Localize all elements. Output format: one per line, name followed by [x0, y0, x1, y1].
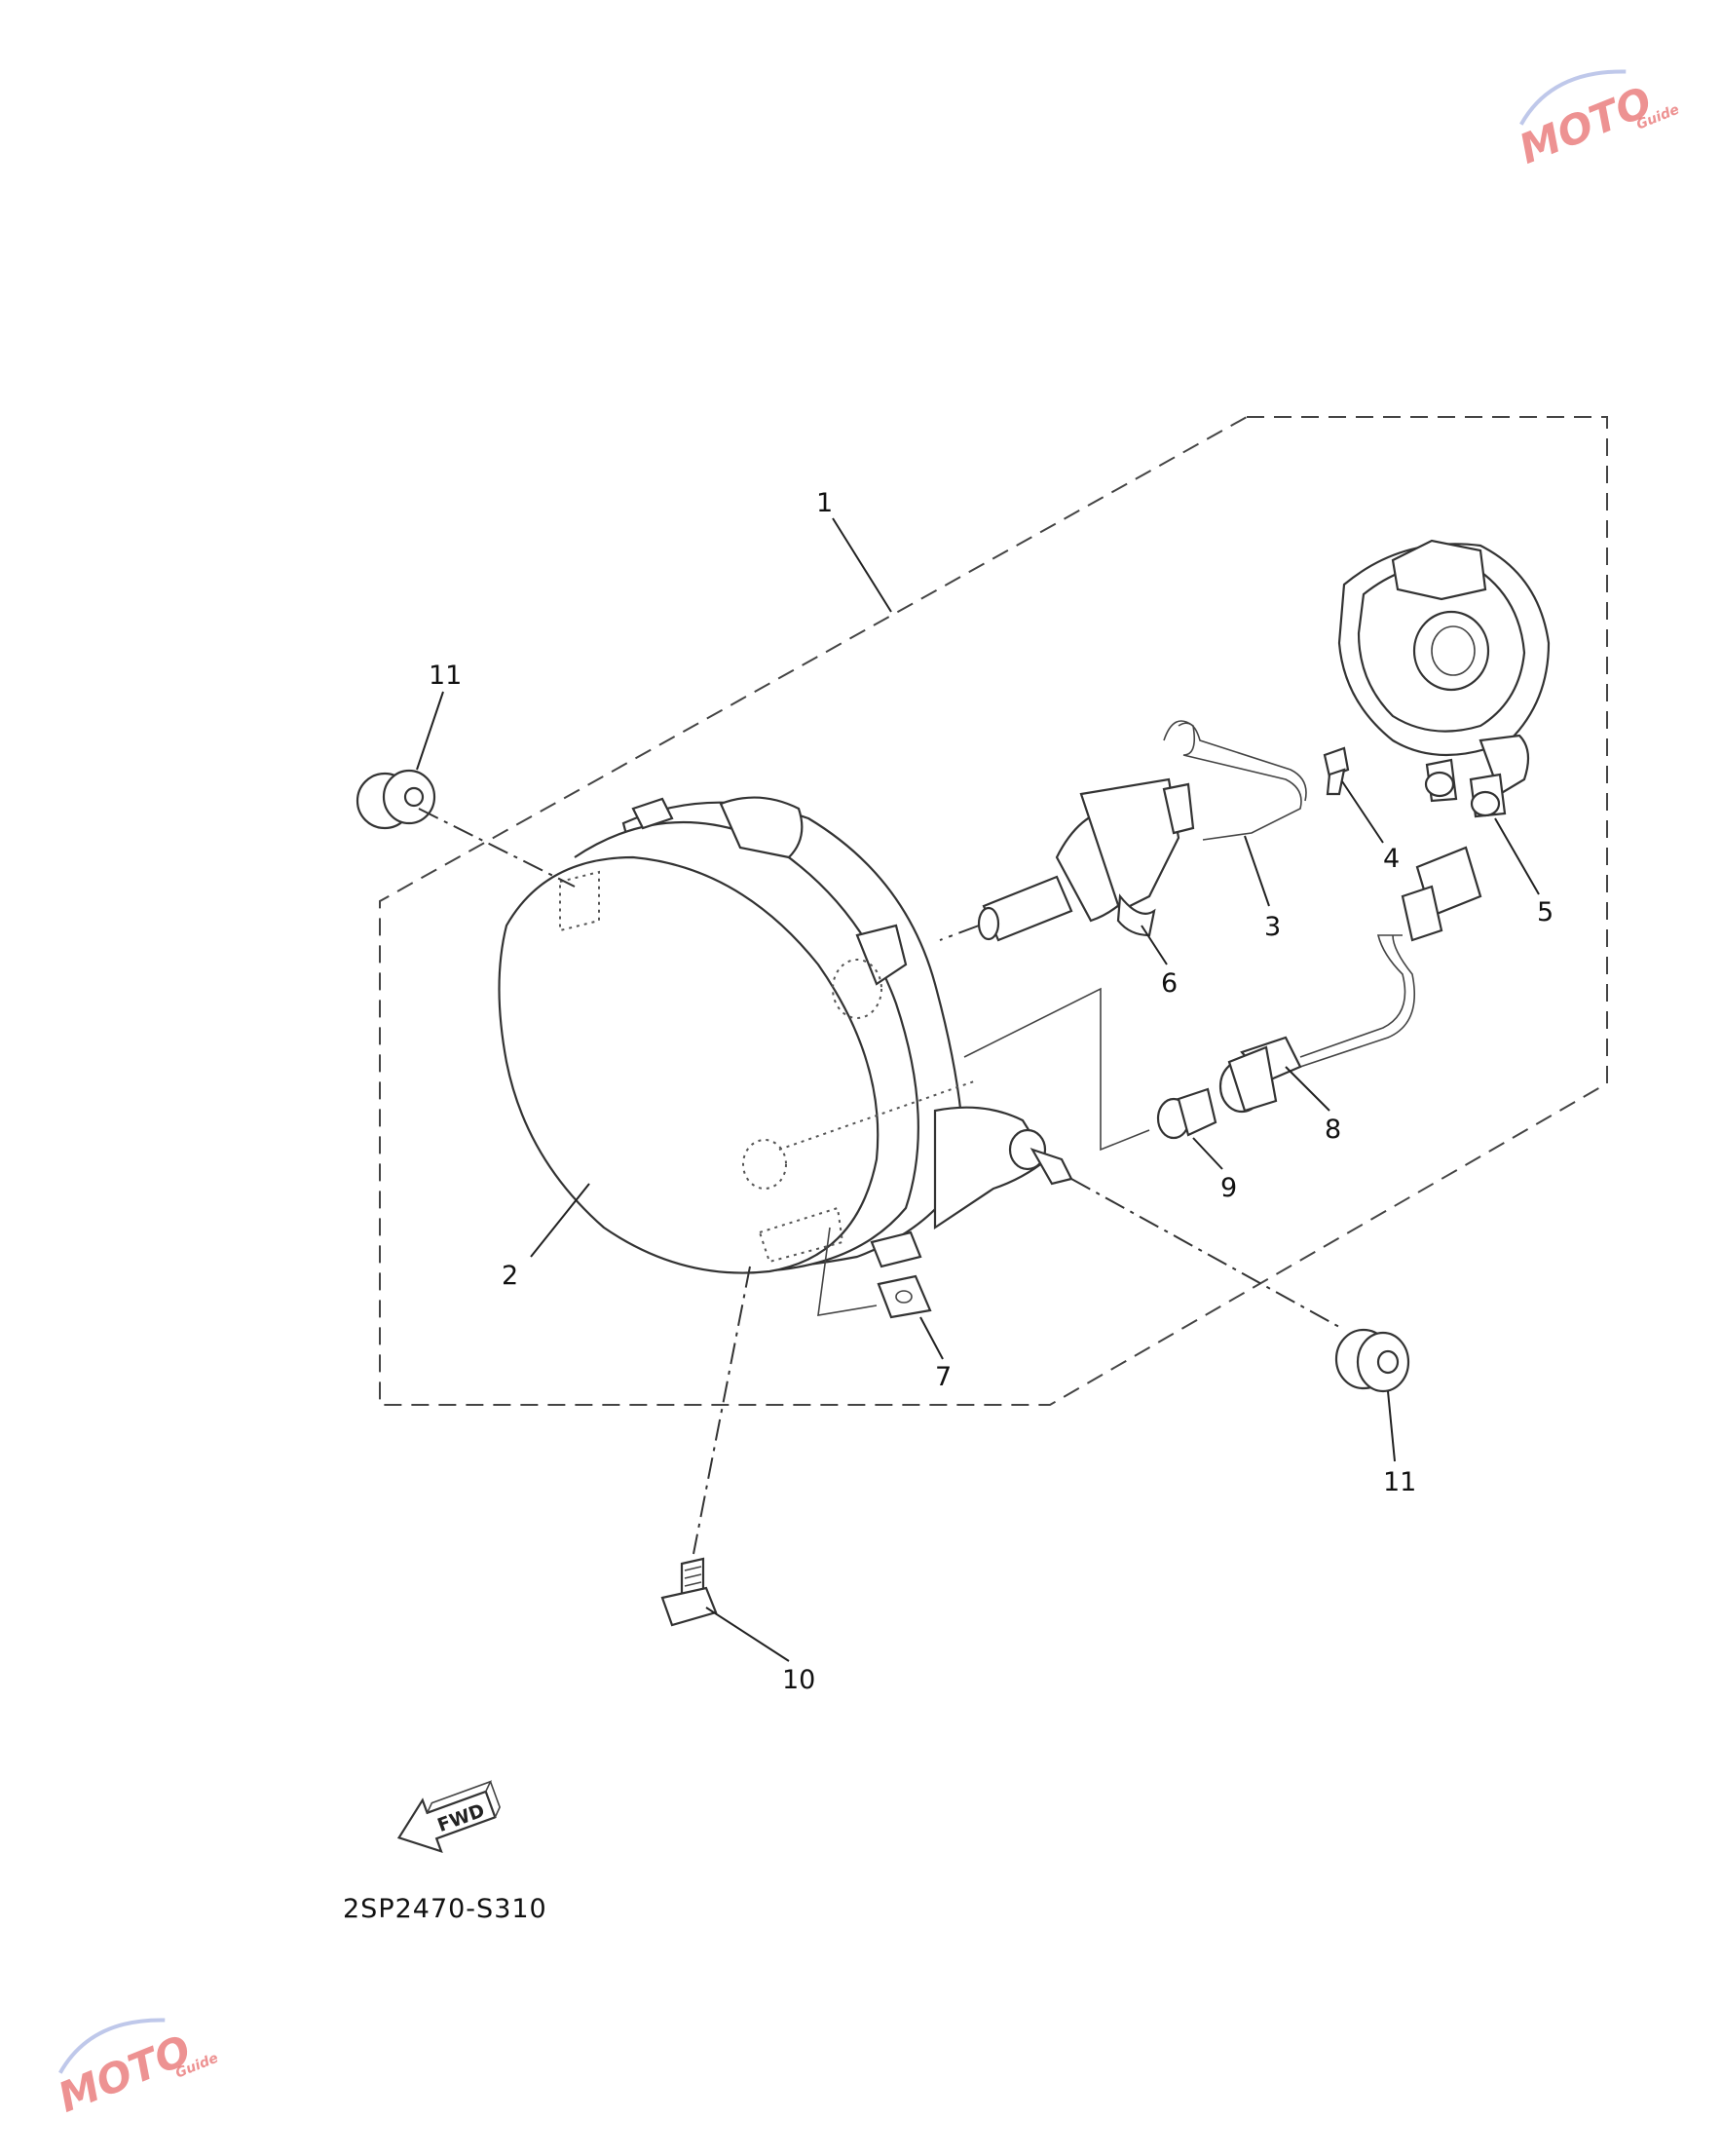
assembly-boundary: [379, 416, 1608, 1406]
position-lamp-bulb: [1156, 1087, 1217, 1140]
callout-5: 5: [1537, 897, 1554, 927]
callout-11-top-left: 11: [429, 661, 462, 691]
watermark-bottom-left: MOTO Guide: [52, 2018, 220, 2122]
callout-3: 3: [1264, 912, 1281, 942]
watermark-top-right: MOTO Guide: [1513, 69, 1681, 173]
leader-nut: [817, 1227, 878, 1316]
leader-11b: [1387, 1390, 1396, 1462]
bolt: [660, 1557, 718, 1627]
leader-7: [919, 1316, 944, 1360]
callout-11-bottom-right: 11: [1383, 1467, 1416, 1497]
retaining-spring: [1163, 720, 1302, 841]
leader-5: [1494, 817, 1540, 895]
callout-2: 2: [502, 1261, 518, 1291]
dust-cover: [1337, 539, 1551, 818]
callout-1: 1: [816, 488, 833, 518]
screw-small: [1323, 746, 1350, 796]
leader-10: [705, 1607, 790, 1662]
retaining-spring-inner: [1178, 722, 1307, 802]
fwd-arrow-icon: FWD: [396, 1780, 501, 1854]
callout-8: 8: [1325, 1115, 1341, 1145]
leader-3: [1244, 835, 1270, 907]
grommet-bottom-right: [1334, 1328, 1410, 1393]
grommet-top-left: [356, 769, 436, 830]
position-lamp-socket: [1218, 846, 1482, 1114]
leader-grommet-top-left: [418, 808, 576, 888]
leader-8: [1285, 1066, 1330, 1112]
leader-4: [1341, 780, 1384, 844]
callout-4: 4: [1383, 844, 1400, 874]
leader-bolt: [693, 1266, 751, 1555]
leader-bulb-to-lamp: [939, 925, 980, 941]
leader-grommet-bottom-right: [1070, 1178, 1340, 1328]
callout-6: 6: [1161, 968, 1178, 999]
callout-9: 9: [1220, 1173, 1237, 1203]
leader-6: [1141, 925, 1168, 965]
leader-1: [832, 517, 892, 613]
clip-nut: [877, 1274, 932, 1319]
leader-2: [530, 1183, 590, 1258]
callout-10: 10: [782, 1665, 815, 1695]
headlight-bulb: [977, 777, 1195, 942]
diagram-code: 2SP2470-S310: [343, 1894, 547, 1924]
leader-9: [1192, 1137, 1223, 1170]
callout-7: 7: [935, 1362, 952, 1392]
side-marker: [1008, 1128, 1073, 1186]
leader-position-lamp: [963, 987, 1150, 1152]
leader-11a: [416, 691, 444, 771]
headlight-unit: [498, 796, 1049, 1274]
